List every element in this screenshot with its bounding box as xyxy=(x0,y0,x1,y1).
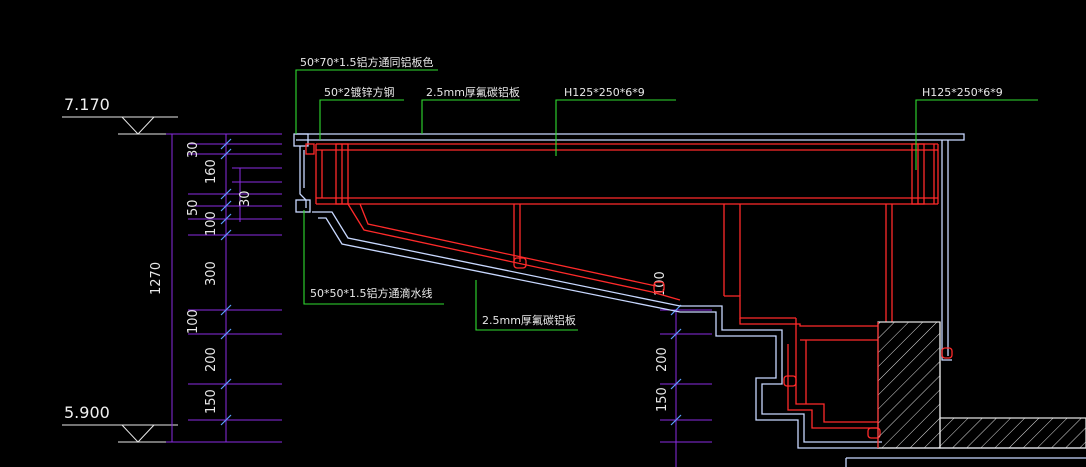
elevation-marker-top: 7.170 xyxy=(62,95,282,135)
leader-lines xyxy=(295,69,1038,331)
concrete-column xyxy=(877,321,1086,449)
callout-alu-square-tube: 50*70*1.5铝方通同铝板色 xyxy=(300,55,434,69)
dimension-ticks-left xyxy=(220,138,232,426)
callout-alu-panel-bottom: 2.5mm厚氟碳铝板 xyxy=(482,313,576,327)
dim-30-mid: 30 xyxy=(238,190,253,207)
dim-100-a: 100 xyxy=(204,211,219,236)
dim-150: 150 xyxy=(204,389,219,414)
dimension-chain-right xyxy=(660,309,712,467)
dim-right-150: 150 xyxy=(655,387,670,412)
callout-steel-square-tube: 50*2镀锌方钢 xyxy=(324,85,395,99)
dimension-ticks-right xyxy=(670,304,682,426)
callout-h-beam-2: H125*250*6*9 xyxy=(922,86,1003,99)
dim-300: 300 xyxy=(204,261,219,286)
callouts: 50*70*1.5铝方通同铝板色 50*2镀锌方钢 2.5mm厚氟碳铝板 H12… xyxy=(300,55,1003,327)
dim-30-top: 30 xyxy=(186,141,201,158)
dim-right-200: 200 xyxy=(655,347,670,372)
elevation-top-label: 7.170 xyxy=(64,95,110,114)
callout-drip-line: 50*50*1.5铝方通滴水线 xyxy=(310,286,433,300)
callout-alu-panel-top: 2.5mm厚氟碳铝板 xyxy=(426,85,520,99)
elevation-bottom-label: 5.900 xyxy=(64,403,110,422)
dimension-chain-left xyxy=(166,133,282,443)
aluminium-cladding xyxy=(293,133,1086,467)
steel-frame xyxy=(305,143,953,439)
dim-total: 1270 xyxy=(149,262,164,295)
dim-100-b: 100 xyxy=(186,309,201,334)
dimension-labels-left: 1270 30 160 50 30 100 300 100 200 150 xyxy=(149,141,253,414)
dim-50: 50 xyxy=(186,199,201,216)
callout-h-beam-1: H125*250*6*9 xyxy=(564,86,645,99)
dim-160: 160 xyxy=(204,159,219,184)
dim-200: 200 xyxy=(204,347,219,372)
